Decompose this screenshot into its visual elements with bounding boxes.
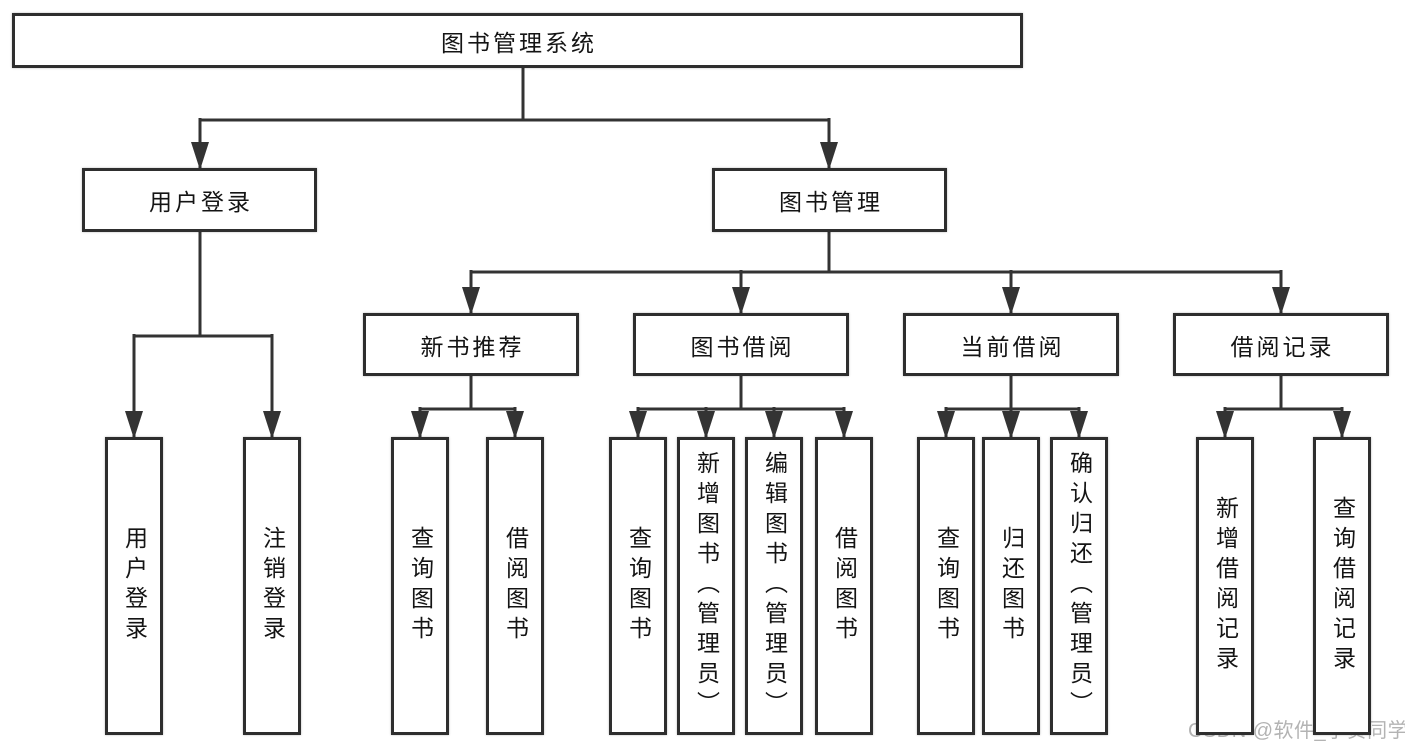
leaf-borrow-books-2: 借阅图书 bbox=[815, 437, 873, 735]
leaf-query-borrow-record: 查询借阅记录 bbox=[1313, 437, 1371, 735]
node-current-borrow: 当前借阅 bbox=[903, 313, 1119, 376]
node-borrow-records: 借阅记录 bbox=[1173, 313, 1389, 376]
leaf-query-books-3: 查询图书 bbox=[917, 437, 975, 735]
leaf-query-books-2: 查询图书 bbox=[609, 437, 667, 735]
leaf-return-books: 归还图书 bbox=[982, 437, 1040, 735]
leaf-confirm-return-admin: 确认归还（管理员） bbox=[1050, 437, 1108, 735]
leaf-user-login: 用户登录 bbox=[105, 437, 163, 735]
leaf-borrow-books-1: 借阅图书 bbox=[486, 437, 544, 735]
node-book-management: 图书管理 bbox=[712, 168, 947, 232]
leaf-add-books-admin: 新增图书（管理员） bbox=[677, 437, 735, 735]
node-user-login: 用户登录 bbox=[82, 168, 317, 232]
leaf-add-borrow-record: 新增借阅记录 bbox=[1196, 437, 1254, 735]
leaf-query-books-1: 查询图书 bbox=[391, 437, 449, 735]
node-root: 图书管理系统 bbox=[12, 13, 1023, 68]
node-book-borrow: 图书借阅 bbox=[633, 313, 849, 376]
leaf-edit-books-admin: 编辑图书（管理员） bbox=[745, 437, 803, 735]
leaf-logout: 注销登录 bbox=[243, 437, 301, 735]
node-new-book-recommend: 新书推荐 bbox=[363, 313, 579, 376]
connector-rails bbox=[134, 68, 1342, 411]
